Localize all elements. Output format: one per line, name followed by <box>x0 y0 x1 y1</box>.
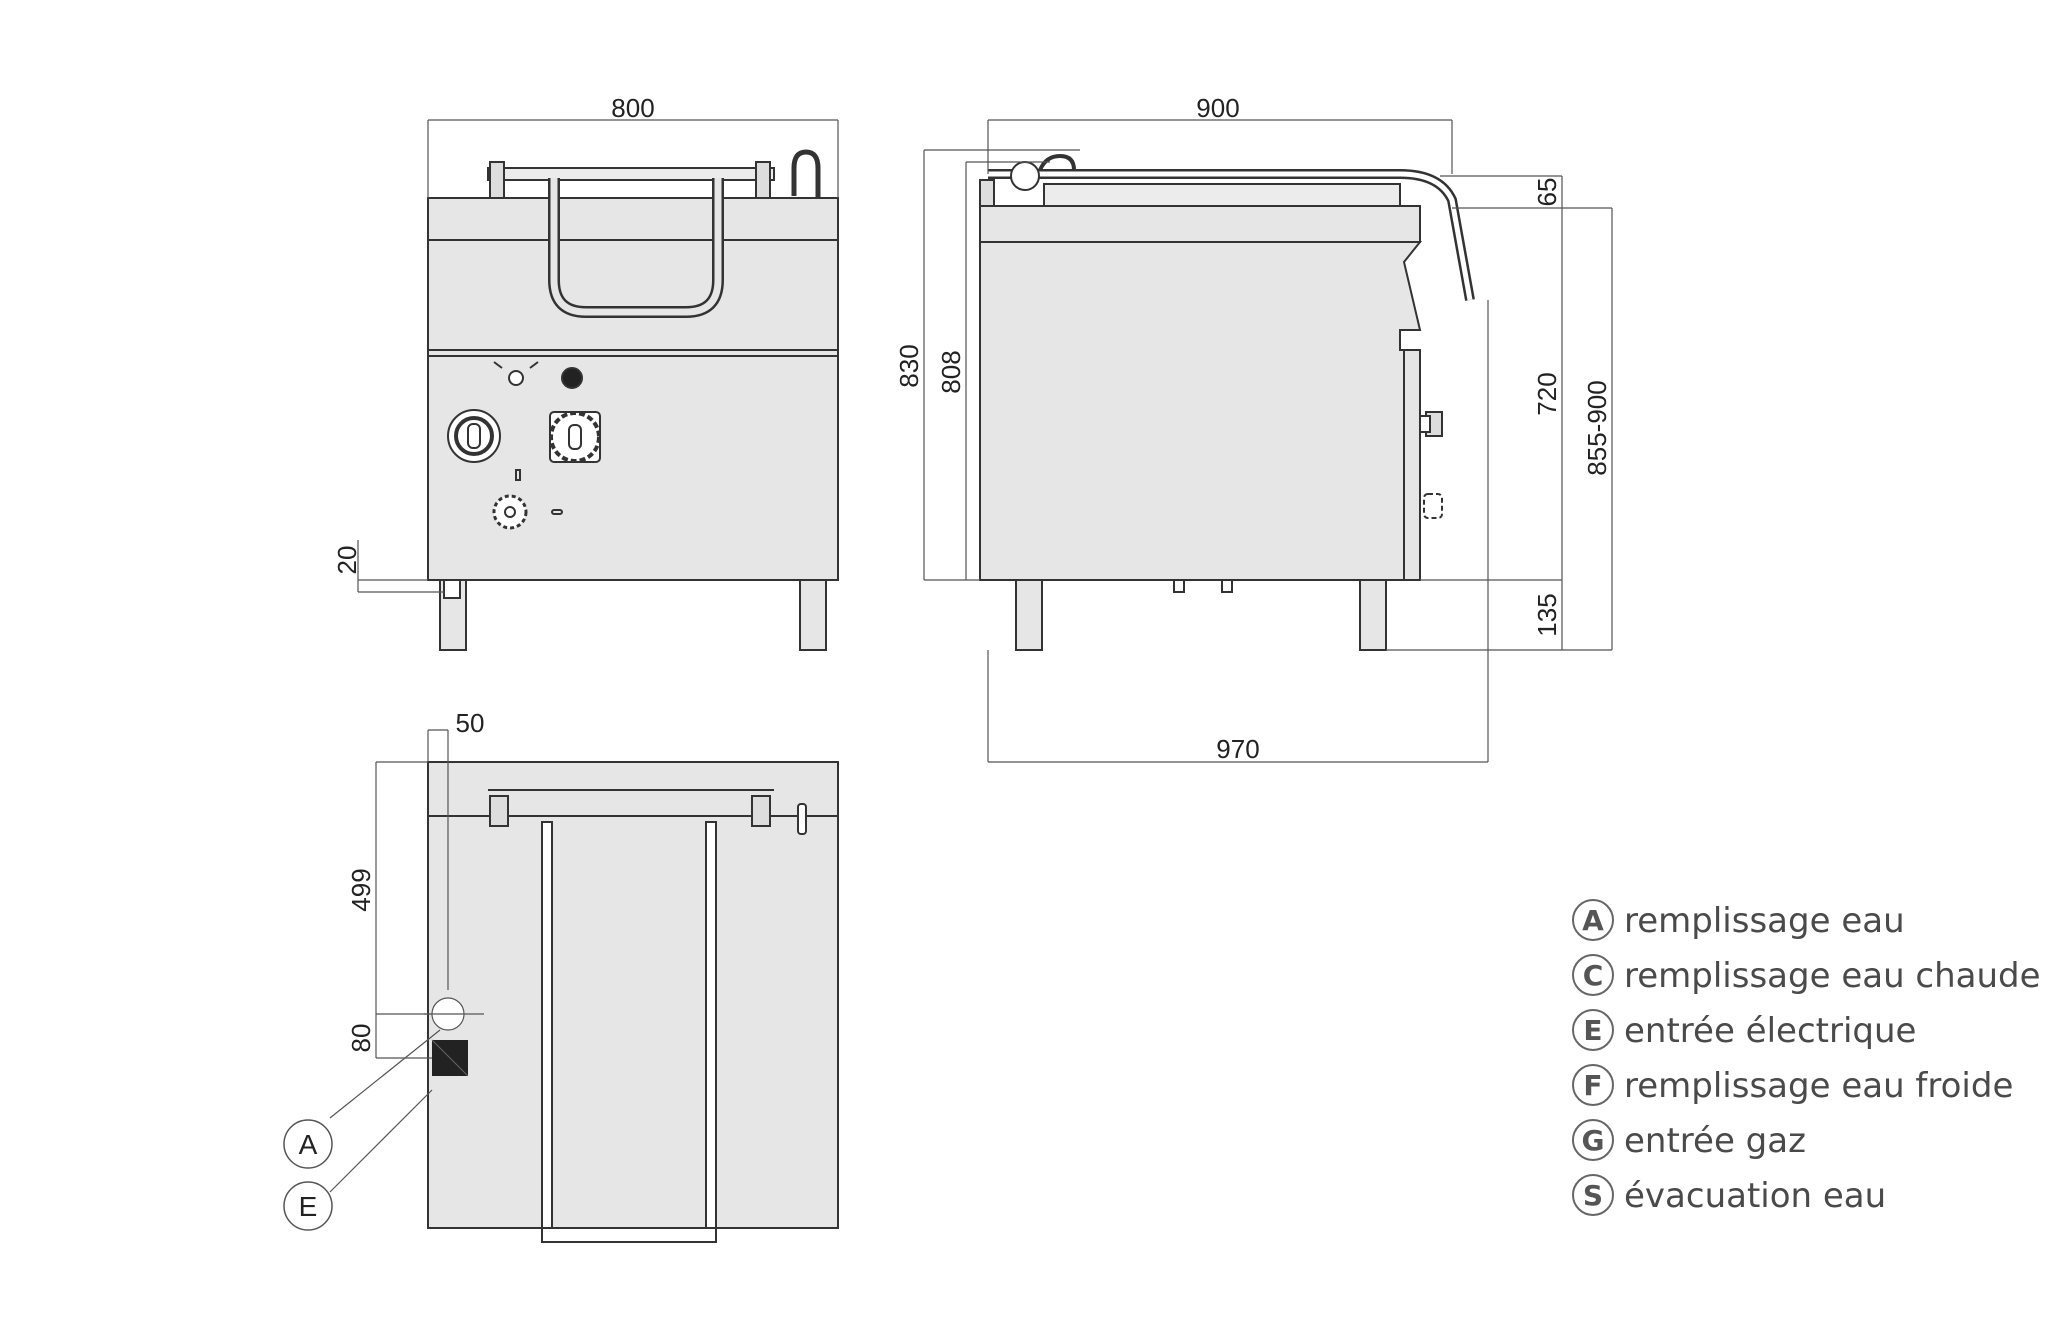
side-tap-spout <box>1038 153 1076 171</box>
front-hinge-right <box>755 161 771 203</box>
front-body <box>427 197 839 581</box>
legend-label-a: remplissage eau <box>1624 901 1905 941</box>
indicator-mark-right <box>529 361 539 369</box>
front-drain <box>443 579 461 599</box>
indicator-lamp <box>561 367 583 389</box>
top-body <box>427 761 839 1229</box>
front-dimensions <box>357 119 839 593</box>
top-hinge-right <box>751 795 771 827</box>
dim-label-65: 65 <box>1532 178 1562 207</box>
front-view <box>427 149 839 651</box>
front-lid-rail <box>487 167 775 181</box>
dim-label-499: 499 <box>346 868 376 911</box>
top-handle-right <box>705 821 717 1241</box>
legend-letter-s: S <box>1583 1179 1603 1212</box>
legend-badge-f <box>1572 1064 1614 1106</box>
top-connections <box>424 730 484 1077</box>
dim-label-135: 135 <box>1532 593 1562 636</box>
side-crank <box>1423 493 1443 519</box>
side-lid-edge <box>1043 183 1401 207</box>
small-indicator <box>515 469 521 481</box>
callout-e-label: E <box>299 1191 318 1222</box>
leader-a <box>329 1029 441 1119</box>
dim-label-900: 900 <box>1196 93 1239 123</box>
side-upper-band <box>979 205 1421 243</box>
front-hinge-left <box>489 161 505 203</box>
legend-letter-e: E <box>1583 1014 1602 1047</box>
control-knob-left-grip <box>467 423 481 449</box>
legend-badge-e <box>1572 1009 1614 1051</box>
legend-badge-s <box>1572 1174 1614 1216</box>
side-tap-wheel <box>1010 161 1040 191</box>
dim-label-970: 970 <box>1216 734 1259 764</box>
legend-label-f: remplissage eau froide <box>1624 1066 2013 1106</box>
legend-badge-g <box>1572 1119 1614 1161</box>
electric-inlet-diag <box>431 1039 469 1077</box>
front-water-tap <box>791 149 821 200</box>
top-view <box>427 761 839 1243</box>
legend-badge-c <box>1572 954 1614 996</box>
legend-item-c: C remplissage eau chaude <box>1572 954 2041 996</box>
selector-knob-small <box>508 370 524 386</box>
legend-item-a: A remplissage eau <box>1572 899 1905 941</box>
legend-item-f: F remplissage eau froide <box>1572 1064 2013 1106</box>
legend-letter-f: F <box>1583 1069 1602 1102</box>
top-dimensions <box>329 729 448 1193</box>
dim-label-855-900: 855-900 <box>1582 380 1612 475</box>
front-foot-right <box>799 579 827 651</box>
legend-letter-c: C <box>1583 959 1604 992</box>
legend-item-s: S évacuation eau <box>1572 1174 1886 1216</box>
callout-a-circle <box>283 1119 333 1169</box>
dim-label-80: 80 <box>346 1024 376 1053</box>
callout-e-circle <box>283 1181 333 1231</box>
side-dimensions <box>923 119 1613 763</box>
legend-letter-a: A <box>1582 904 1604 937</box>
indicator-mark-left <box>493 361 503 369</box>
side-drain-2 <box>1221 579 1233 593</box>
top-hinge-left <box>489 795 509 827</box>
tilt-crank-center <box>504 506 516 518</box>
dim-label-20: 20 <box>332 546 362 575</box>
side-knob-base <box>1419 415 1431 433</box>
top-handle-left <box>541 821 553 1241</box>
dim-label-50: 50 <box>456 708 485 738</box>
legend-letter-g: G <box>1582 1124 1605 1157</box>
legend-item-g: G entrée gaz <box>1572 1119 1806 1161</box>
legend: A remplissage eau C remplissage eau chau… <box>1572 899 2041 1216</box>
callout-a-label: A <box>299 1129 318 1160</box>
side-foot-left <box>1015 579 1043 651</box>
dim-label-830: 830 <box>894 344 924 387</box>
dim-label-808: 808 <box>936 350 966 393</box>
dim-label-720: 720 <box>1532 372 1562 415</box>
side-drain-1 <box>1173 579 1185 593</box>
legend-item-e: E entrée électrique <box>1572 1009 1916 1051</box>
side-foot-right <box>1359 579 1387 651</box>
legend-label-s: évacuation eau <box>1624 1176 1886 1216</box>
side-body <box>979 241 1423 581</box>
top-handle-bar <box>541 1227 717 1243</box>
leader-e <box>329 1089 433 1193</box>
dim-label-800: 800 <box>611 93 654 123</box>
small-slot <box>551 509 563 515</box>
top-tap <box>797 803 807 835</box>
side-lid-inner <box>988 171 1473 301</box>
side-view <box>979 153 1475 651</box>
legend-label-c: remplissage eau chaude <box>1624 956 2041 996</box>
legend-label-e: entrée électrique <box>1624 1011 1916 1051</box>
legend-label-g: entrée gaz <box>1624 1121 1806 1161</box>
legend-badge-a <box>1572 899 1614 941</box>
front-handle-inner <box>550 178 722 316</box>
control-knob-right-grip <box>568 424 582 450</box>
